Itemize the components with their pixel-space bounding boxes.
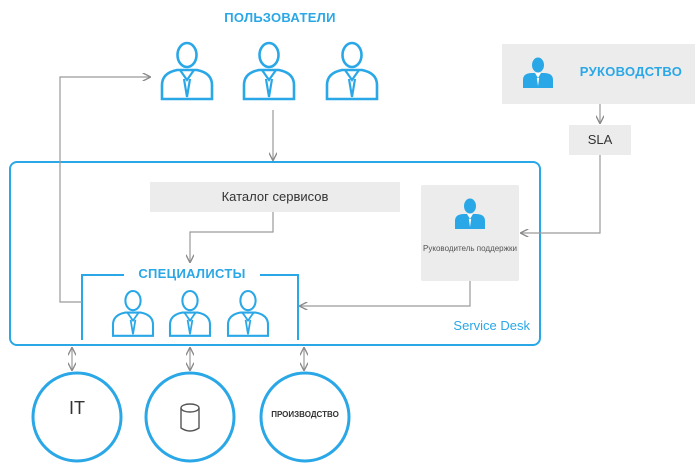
production-label: ПРОИЗВОДСТВО: [271, 410, 339, 419]
support-manager-label: Руководитель поддержки: [423, 244, 517, 253]
users-group: [160, 41, 379, 101]
users-title: ПОЛЬЗОВАТЕЛИ: [224, 10, 336, 25]
database-icon: [180, 403, 200, 432]
sla-label: SLA: [587, 132, 613, 147]
specialist-icon: [168, 289, 212, 337]
production-circle: [259, 371, 351, 463]
specialists-group: [111, 289, 270, 337]
arrow-specialists-to-users: [59, 77, 150, 303]
specialists-title: СПЕЦИАЛИСТЫ: [138, 266, 246, 281]
it-label: IT: [69, 398, 85, 418]
support-manager-box: [421, 185, 519, 281]
specialist-icon: [226, 289, 270, 337]
catalog-box: [150, 182, 400, 212]
service-catalog-label: Каталог сервисов: [221, 189, 329, 204]
user-icon: [325, 41, 379, 101]
management-title: РУКОВОДСТВО: [579, 64, 683, 79]
service-desk-label: Service Desk: [453, 318, 530, 333]
specialist-icon: [111, 289, 155, 337]
database-circle: [144, 371, 236, 463]
arrow-support-manager-to-specialists: [300, 281, 471, 306]
specialists-frame: [81, 274, 299, 340]
service-desk-container: [9, 161, 541, 346]
user-icon: [160, 41, 214, 101]
arrow-catalog-to-specialists: [190, 212, 274, 262]
user-icon: [242, 41, 296, 101]
it-circle: [31, 371, 123, 463]
sla-box: [569, 125, 631, 155]
arrow-sla-to-support-manager: [521, 155, 601, 233]
